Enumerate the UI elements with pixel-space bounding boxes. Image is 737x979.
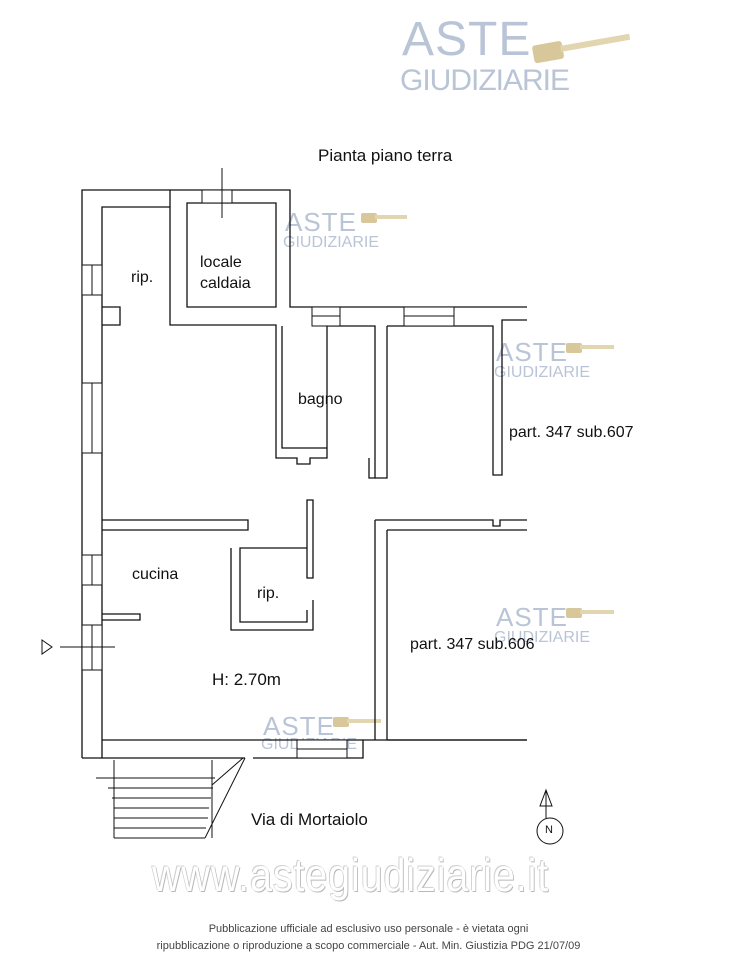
street-name: Via di Mortaiolo xyxy=(251,810,368,829)
aste-logo-watermark-4: ASTE GIUDIZIARIE xyxy=(494,604,624,650)
aste-logo-text: ASTE xyxy=(496,337,568,367)
aste-logo-watermark-top: ASTE GIUDIZIARIE xyxy=(400,14,630,98)
staircase xyxy=(96,757,246,839)
giudiziarie-logo-text: GIUDIZIARIE xyxy=(494,629,591,646)
wall xyxy=(306,499,314,579)
neighbor-label-607: part. 347 sub.607 xyxy=(509,424,634,441)
aste-logo-text: ASTE xyxy=(263,711,335,741)
gavel-icon xyxy=(361,213,407,223)
inner-wall xyxy=(101,206,376,740)
north-arrow-icon xyxy=(536,788,564,845)
gavel-icon xyxy=(333,717,381,727)
room-label-bagno: bagno xyxy=(298,391,343,408)
wall xyxy=(239,547,308,623)
giudiziarie-logo-text: GIUDIZIARIE xyxy=(283,234,380,251)
gavel-icon xyxy=(566,608,614,618)
aste-logo-watermark-3: ASTE GIUDIZIARIE xyxy=(494,339,624,385)
wall xyxy=(281,326,327,449)
plan-title: Pianta piano terra xyxy=(318,146,453,165)
gavel-icon xyxy=(566,343,614,353)
outer-wall xyxy=(81,189,527,758)
aste-logo-text: ASTE xyxy=(402,13,532,66)
room-label-cucina: cucina xyxy=(132,566,179,583)
aste-logo-watermark-2: ASTE GIUDIZIARIE xyxy=(283,209,413,255)
giudiziarie-logo-text: GIUDIZIARIE xyxy=(494,364,591,381)
room-label-rip-top: rip. xyxy=(131,269,154,286)
aste-logo-text: ASTE xyxy=(496,602,568,632)
url-watermark: www.astegiudiziarie.it xyxy=(152,849,550,901)
room-label-rip-mid: rip. xyxy=(257,585,280,602)
entrance-arrow-icon xyxy=(41,639,53,655)
wall xyxy=(375,519,527,531)
wall xyxy=(387,319,527,476)
wall xyxy=(102,519,249,531)
wall xyxy=(374,520,527,741)
room-label-locale-caldaia-1: locale xyxy=(200,254,242,271)
north-label: N xyxy=(545,824,553,836)
window xyxy=(201,189,233,204)
gavel-icon xyxy=(532,33,630,64)
wall xyxy=(102,613,141,621)
wall xyxy=(375,326,388,479)
neighbor-label-606: part. 347 sub.606 xyxy=(410,636,535,653)
footer-line-1: Pubblicazione ufficiale ad esclusivo uso… xyxy=(208,923,529,935)
room-label-locale-caldaia-2: caldaia xyxy=(200,275,251,292)
wall xyxy=(102,306,121,326)
wall xyxy=(230,548,314,631)
ceiling-height-label: H: 2.70m xyxy=(212,670,281,689)
footer-line-2: ripubblicazione o riproduzione a scopo c… xyxy=(156,940,581,952)
aste-logo-text: ASTE xyxy=(285,207,357,237)
giudiziarie-logo-text: GIUDIZIARIE xyxy=(400,64,570,97)
wall xyxy=(186,202,277,308)
